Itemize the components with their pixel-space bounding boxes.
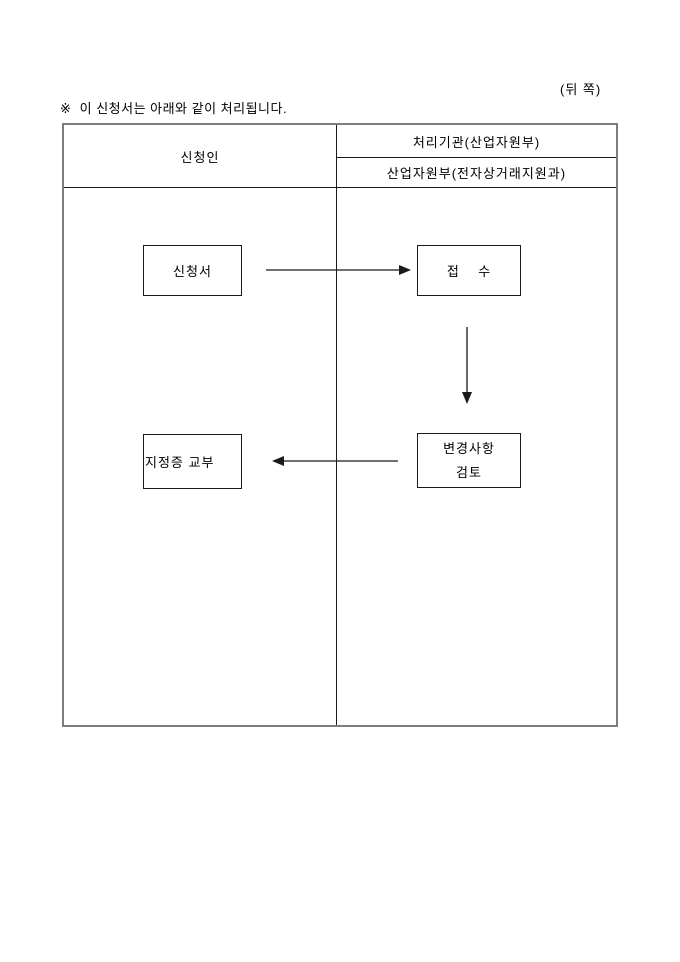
column-divider-line xyxy=(336,125,337,725)
process-table: 신청인 처리기관(산업자원부) 산업자원부(전자상거래지원과) xyxy=(62,123,618,727)
header-bottom-line xyxy=(64,187,616,188)
agency-row-divider-line xyxy=(337,157,616,158)
agency-column-header: 처리기관(산업자원부) xyxy=(412,134,541,150)
back-side-label: (뒤 쪽) xyxy=(560,82,602,97)
processing-note: ※ 이 신청서는 아래와 같이 처리됩니다. xyxy=(60,101,288,116)
receipt-box: 접 수 xyxy=(417,245,521,296)
agency-column-subheader: 산업자원부(전자상거래지원과) xyxy=(386,166,567,181)
change-review-line1: 변경사항 xyxy=(443,440,495,456)
applicant-column-header: 신청인 xyxy=(180,149,220,165)
certificate-issue-box: 지정증 교부 xyxy=(143,434,242,489)
change-review-line2: 검토 xyxy=(456,464,482,480)
application-box: 신청서 xyxy=(143,245,242,296)
change-review-box: 변경사항 검토 xyxy=(417,433,521,488)
